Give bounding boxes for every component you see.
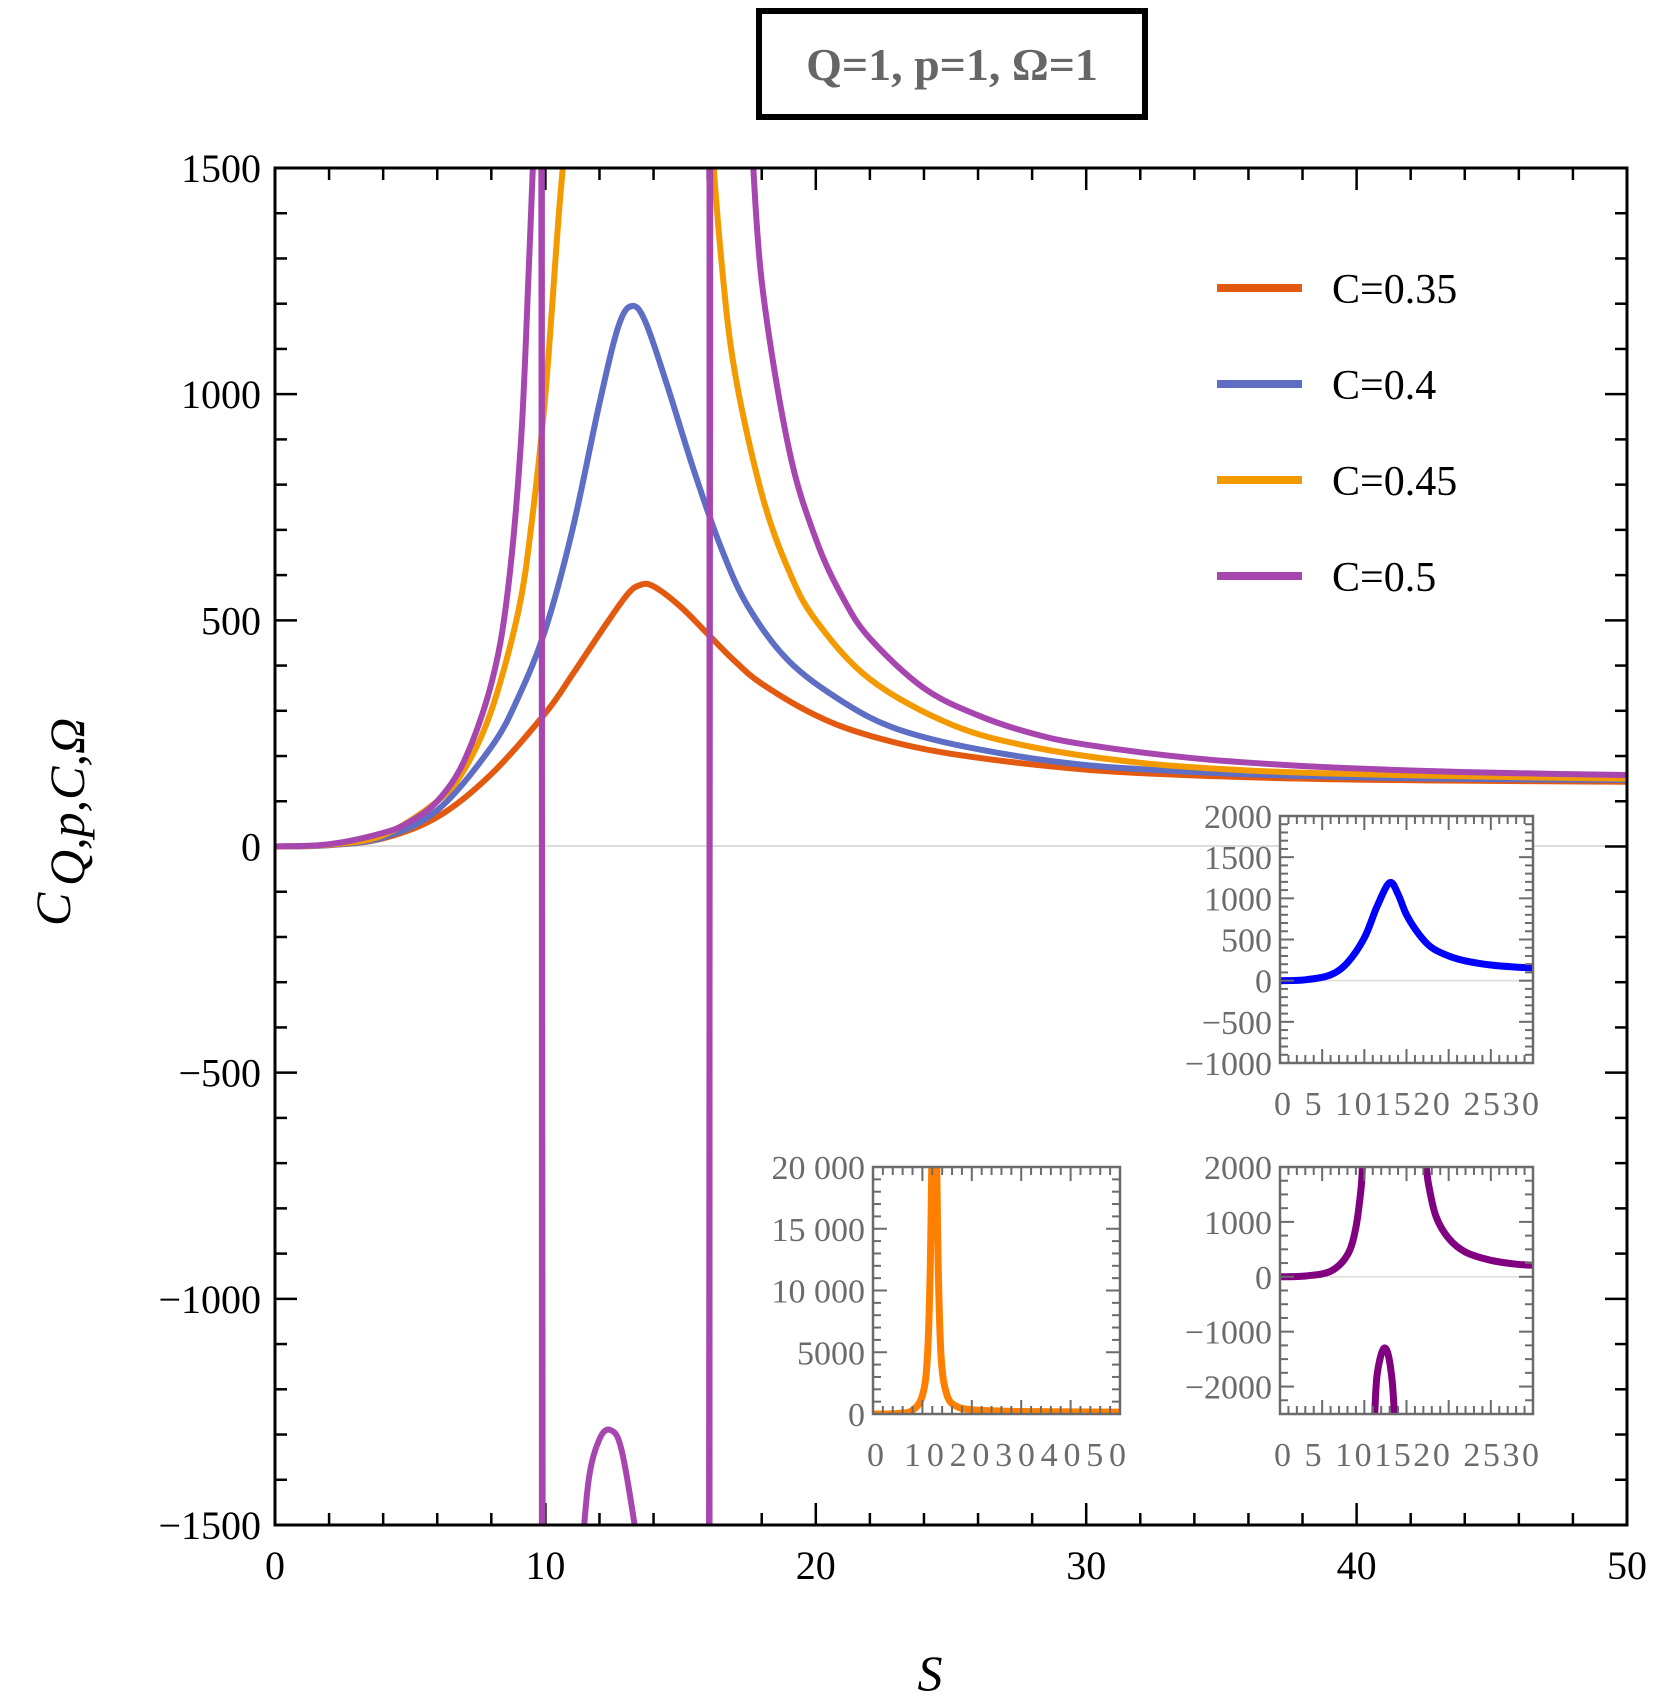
legend-item: C=0.35 (1217, 267, 1457, 313)
inset-y-tick-label: −1000 (1185, 1046, 1272, 1083)
inset-frame (871, 1165, 1122, 1416)
inset-y-tick-label: 10 000 (772, 1274, 866, 1311)
y-axis-label-main: C (25, 892, 81, 926)
legend-label: C=0.5 (1332, 555, 1436, 601)
inset-series-line (1280, 878, 1533, 985)
x-tick-label: 20 (796, 1543, 836, 1588)
inset-plot-orange: 0 5000 10 000 15 000 20 000 0 1020304050 (772, 1150, 1127, 1474)
chart-title-box: Q=1, p=1, Ω=1 (756, 8, 1148, 120)
series-line-C-0-4 (275, 302, 1627, 850)
inset-frame (1278, 814, 1535, 1065)
main-series-group (275, 168, 1627, 1525)
inset-y-tick-label: 500 (1221, 923, 1272, 960)
inset-y-tick-label: 5000 (797, 1335, 865, 1372)
inset-x-tick-labels: 0 1020304050 (867, 1437, 1126, 1474)
y-axis-label: C Q,p,C,Ω (25, 718, 95, 926)
inset-y-tick-label: 20 000 (772, 1150, 866, 1187)
legend-label: C=0.45 (1332, 459, 1457, 505)
inset-y-tick-label: −2000 (1185, 1370, 1272, 1407)
main-plot-frame (273, 166, 1629, 1527)
inset-plot-purple: −2000 −1000 0 1000 2000 0 5 101520 2530 (1185, 1150, 1539, 1474)
series-line-C-0-35 (275, 580, 1627, 850)
inset-plot-blue: −1000 −500 0 500 1000 1500 2000 0 5 101520 2530 (1185, 799, 1539, 1123)
legend-label: C=0.35 (1332, 267, 1457, 313)
y-tick-label: 500 (201, 598, 261, 643)
legend: C=0.35C=0.4C=0.45C=0.5 (1217, 267, 1457, 601)
main-x-tick-labels: 0 10 20 30 40 50 (265, 1543, 1647, 1588)
y-tick-label: 0 (241, 825, 261, 870)
inset-y-tick-label: 2000 (1204, 799, 1272, 836)
x-tick-label: 30 (1066, 1543, 1106, 1588)
legend-label: C=0.4 (1332, 363, 1436, 409)
y-axis-label-subscript: Q,p,C,Ω (39, 718, 95, 886)
y-tick-label: −500 (178, 1051, 261, 1096)
inset-y-tick-label: 1000 (1204, 1205, 1272, 1242)
inset-x-tick-labels: 0 5 101520 2530 (1274, 1086, 1539, 1123)
main-y-tick-labels: −1500 −1000 −500 0 500 1000 1500 (158, 146, 261, 1548)
legend-item: C=0.4 (1217, 363, 1436, 409)
x-tick-label: 50 (1607, 1543, 1647, 1588)
y-tick-label: −1500 (158, 1503, 261, 1548)
x-tick-label: 10 (525, 1543, 565, 1588)
inset-y-tick-label: 15 000 (772, 1212, 866, 1249)
inset-y-tick-label: 1500 (1204, 840, 1272, 877)
inset-y-tick-label: −1000 (1185, 1315, 1272, 1352)
x-tick-label: 40 (1337, 1543, 1377, 1588)
inset-y-tick-label: 0 (848, 1397, 865, 1434)
inset-y-tick-label: 1000 (1204, 881, 1272, 918)
x-axis-label: S (918, 1645, 943, 1701)
inset-x-tick-labels: 0 5 101520 2530 (1274, 1437, 1539, 1474)
y-tick-label: 1000 (181, 372, 261, 417)
legend-item: C=0.45 (1217, 459, 1457, 505)
inset-y-tick-label: −500 (1202, 1005, 1272, 1042)
y-tick-label: −1000 (158, 1277, 261, 1322)
chart-title: Q=1, p=1, Ω=1 (806, 38, 1098, 90)
y-tick-label: 1500 (181, 146, 261, 191)
inset-y-tick-label: 0 (1255, 964, 1272, 1001)
inset-y-tick-label: 0 (1255, 1260, 1272, 1297)
legend-item: C=0.5 (1217, 555, 1436, 601)
inset-series-line (1280, 1167, 1533, 1414)
inset-y-tick-label: 2000 (1204, 1150, 1272, 1187)
x-tick-label: 0 (265, 1543, 285, 1588)
inset-frame (1278, 1165, 1535, 1416)
